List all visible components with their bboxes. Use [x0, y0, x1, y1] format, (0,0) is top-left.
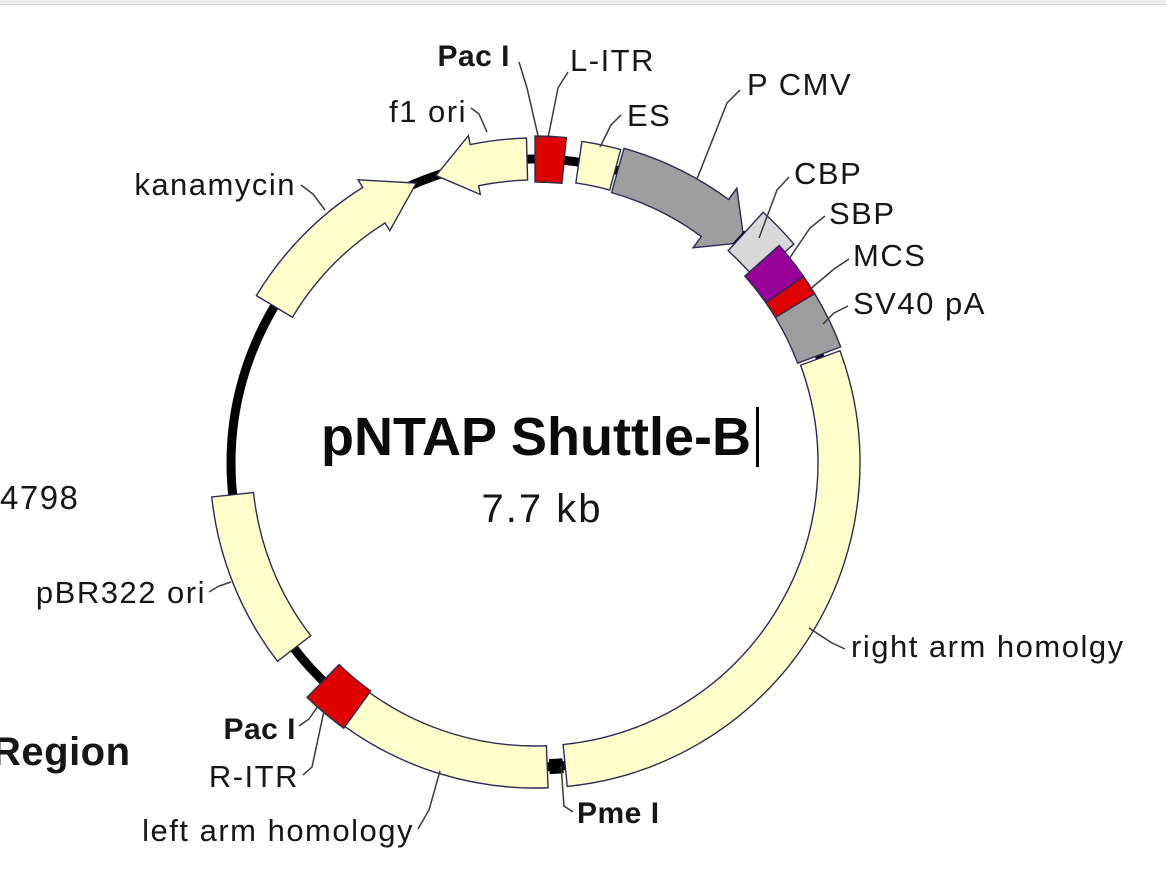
es-block[interactable] [575, 140, 622, 191]
left-arm-homology-arc[interactable] [343, 691, 549, 789]
p-cmv-arrow[interactable] [610, 147, 746, 249]
pac-i-bottom-label-leader-line [298, 705, 319, 727]
r-itr-block[interactable] [306, 663, 372, 730]
mcs-label: MCS [853, 238, 927, 273]
pac-i-top-label-leader-line [518, 61, 540, 141]
right-arm-label: right arm homolgy [851, 629, 1125, 664]
kanamycin-label: kanamycin [134, 167, 296, 202]
r-itr-label-leader-line [302, 710, 325, 776]
cbp-label-leader-line [758, 176, 790, 239]
left-arm-label-leader-line [417, 770, 441, 830]
f1-ori-label: f1 ori [389, 94, 467, 129]
window-top-strip [0, 0, 1166, 5]
mcs-label-leader-line [807, 258, 850, 292]
p-cmv-label: P CMV [747, 67, 853, 102]
l-itr-label-leader-line [547, 71, 569, 139]
pme-i-site-marker[interactable] [548, 758, 564, 775]
pbr322-ori-label: pBR322 ori [35, 575, 206, 610]
sv40-pa-block[interactable] [774, 292, 842, 365]
sv40-pa-label-leader-line [822, 305, 849, 325]
p-cmv-label-leader-line [696, 89, 741, 180]
pme-i-label-leader-line [560, 765, 574, 813]
feature-layer [211, 134, 861, 789]
region-label: Region [0, 730, 131, 774]
plasmid-title-wrap[interactable]: pNTAP Shuttle-B [321, 406, 759, 468]
sv40-pa-label: SV40 pA [853, 286, 986, 321]
f1-ori-arrow[interactable] [434, 134, 529, 196]
pbr322-ori-label-leader-line [208, 581, 232, 593]
r-itr-label: R-ITR [208, 759, 299, 794]
l-itr-label: L-ITR [570, 43, 655, 78]
plasmid-title[interactable]: pNTAP Shuttle-B [321, 407, 751, 467]
leader-line-layer [208, 61, 850, 830]
sbp-label-leader-line [788, 215, 826, 260]
text-cursor [755, 407, 759, 467]
pos-4798-label: 4798 [0, 479, 80, 516]
f1-ori-label-leader-line [470, 107, 488, 133]
left-arm-label: left arm homology [142, 813, 414, 848]
es-label-leader-line [599, 114, 622, 148]
kanamycin-arrow[interactable] [255, 178, 418, 319]
es-label: ES [627, 98, 672, 133]
pbr322-ori-block[interactable] [211, 491, 312, 663]
pac-i-top-label: Pac I [437, 40, 510, 73]
plasmid-size-label: 7.7 kb [481, 487, 603, 531]
sbp-label: SBP [829, 196, 896, 231]
cbp-label: CBP [794, 156, 863, 191]
pac-i-bottom-label: Pac I [223, 713, 296, 746]
right-arm-label-leader-line [808, 627, 846, 650]
pme-i-label: Pme I [577, 797, 660, 830]
kanamycin-label-leader-line [300, 184, 326, 211]
right-arm-homology-arc[interactable] [562, 349, 861, 788]
l-itr-block[interactable] [534, 135, 568, 185]
